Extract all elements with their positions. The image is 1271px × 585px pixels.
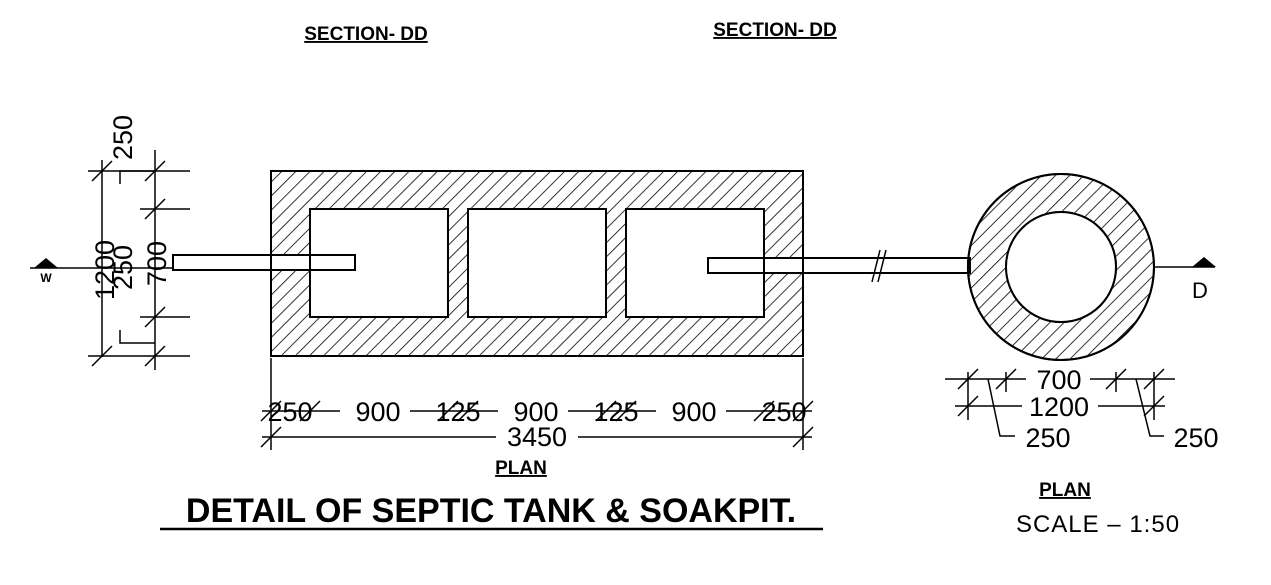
soakpit-inner-circle xyxy=(1005,211,1117,323)
dim-chamber-3: 900 xyxy=(671,397,716,427)
scale-note: SCALE – 1:50 xyxy=(1016,511,1180,538)
plan-label-soakpit: PLAN xyxy=(1039,480,1091,501)
soakpit: D xyxy=(966,173,1216,361)
section-marker-w-label: W xyxy=(40,271,52,285)
dim-soakpit-wall-right: 250 xyxy=(1173,423,1218,453)
pipe-break-mark xyxy=(871,249,881,283)
dim-partition-1: 125 xyxy=(435,397,480,427)
tank-horizontal-dimensions: 250 900 125 900 125 900 250 3450 xyxy=(260,358,814,452)
outlet-tee xyxy=(707,257,765,274)
dim-left-wall: 250 xyxy=(267,397,312,427)
soakpit-dimensions: 700 1200 250 250 xyxy=(945,365,1219,453)
dim-bottom-wall: 250 xyxy=(108,245,138,290)
section-marker-right xyxy=(1192,257,1216,267)
dim-chamber-2: 900 xyxy=(513,397,558,427)
dim-overall-length: 3450 xyxy=(507,422,567,452)
connecting-pipe xyxy=(802,257,971,274)
septic-tank xyxy=(172,170,971,357)
dim-soakpit-inner: 700 xyxy=(1036,365,1081,395)
chamber-2 xyxy=(467,208,607,318)
dim-chamber-1: 900 xyxy=(355,397,400,427)
dim-inner-height: 700 xyxy=(142,241,172,286)
section-marker-d-label: D xyxy=(1192,278,1208,303)
dim-soakpit-wall-left: 250 xyxy=(1025,423,1070,453)
section-heading-left: SECTION- DD xyxy=(304,24,428,45)
dim-partition-2: 125 xyxy=(593,397,638,427)
outlet-pipe-through-wall xyxy=(763,257,804,274)
main-title: DETAIL OF SEPTIC TANK & SOAKPIT. xyxy=(186,492,796,530)
tank-vertical-dimensions: 250 1200 250 700 xyxy=(88,115,190,370)
inlet-tee xyxy=(309,254,356,271)
inlet-pipe-through-wall xyxy=(270,254,311,271)
dim-top-wall: 250 xyxy=(108,115,138,160)
section-heading-right: SECTION- DD xyxy=(713,20,837,41)
inlet-pipe xyxy=(172,254,272,271)
dim-overall-height: 1200 xyxy=(90,240,120,300)
plan-label-tank: PLAN xyxy=(495,458,547,479)
dim-soakpit-outer: 1200 xyxy=(1029,392,1089,422)
dim-right-wall: 250 xyxy=(761,397,806,427)
